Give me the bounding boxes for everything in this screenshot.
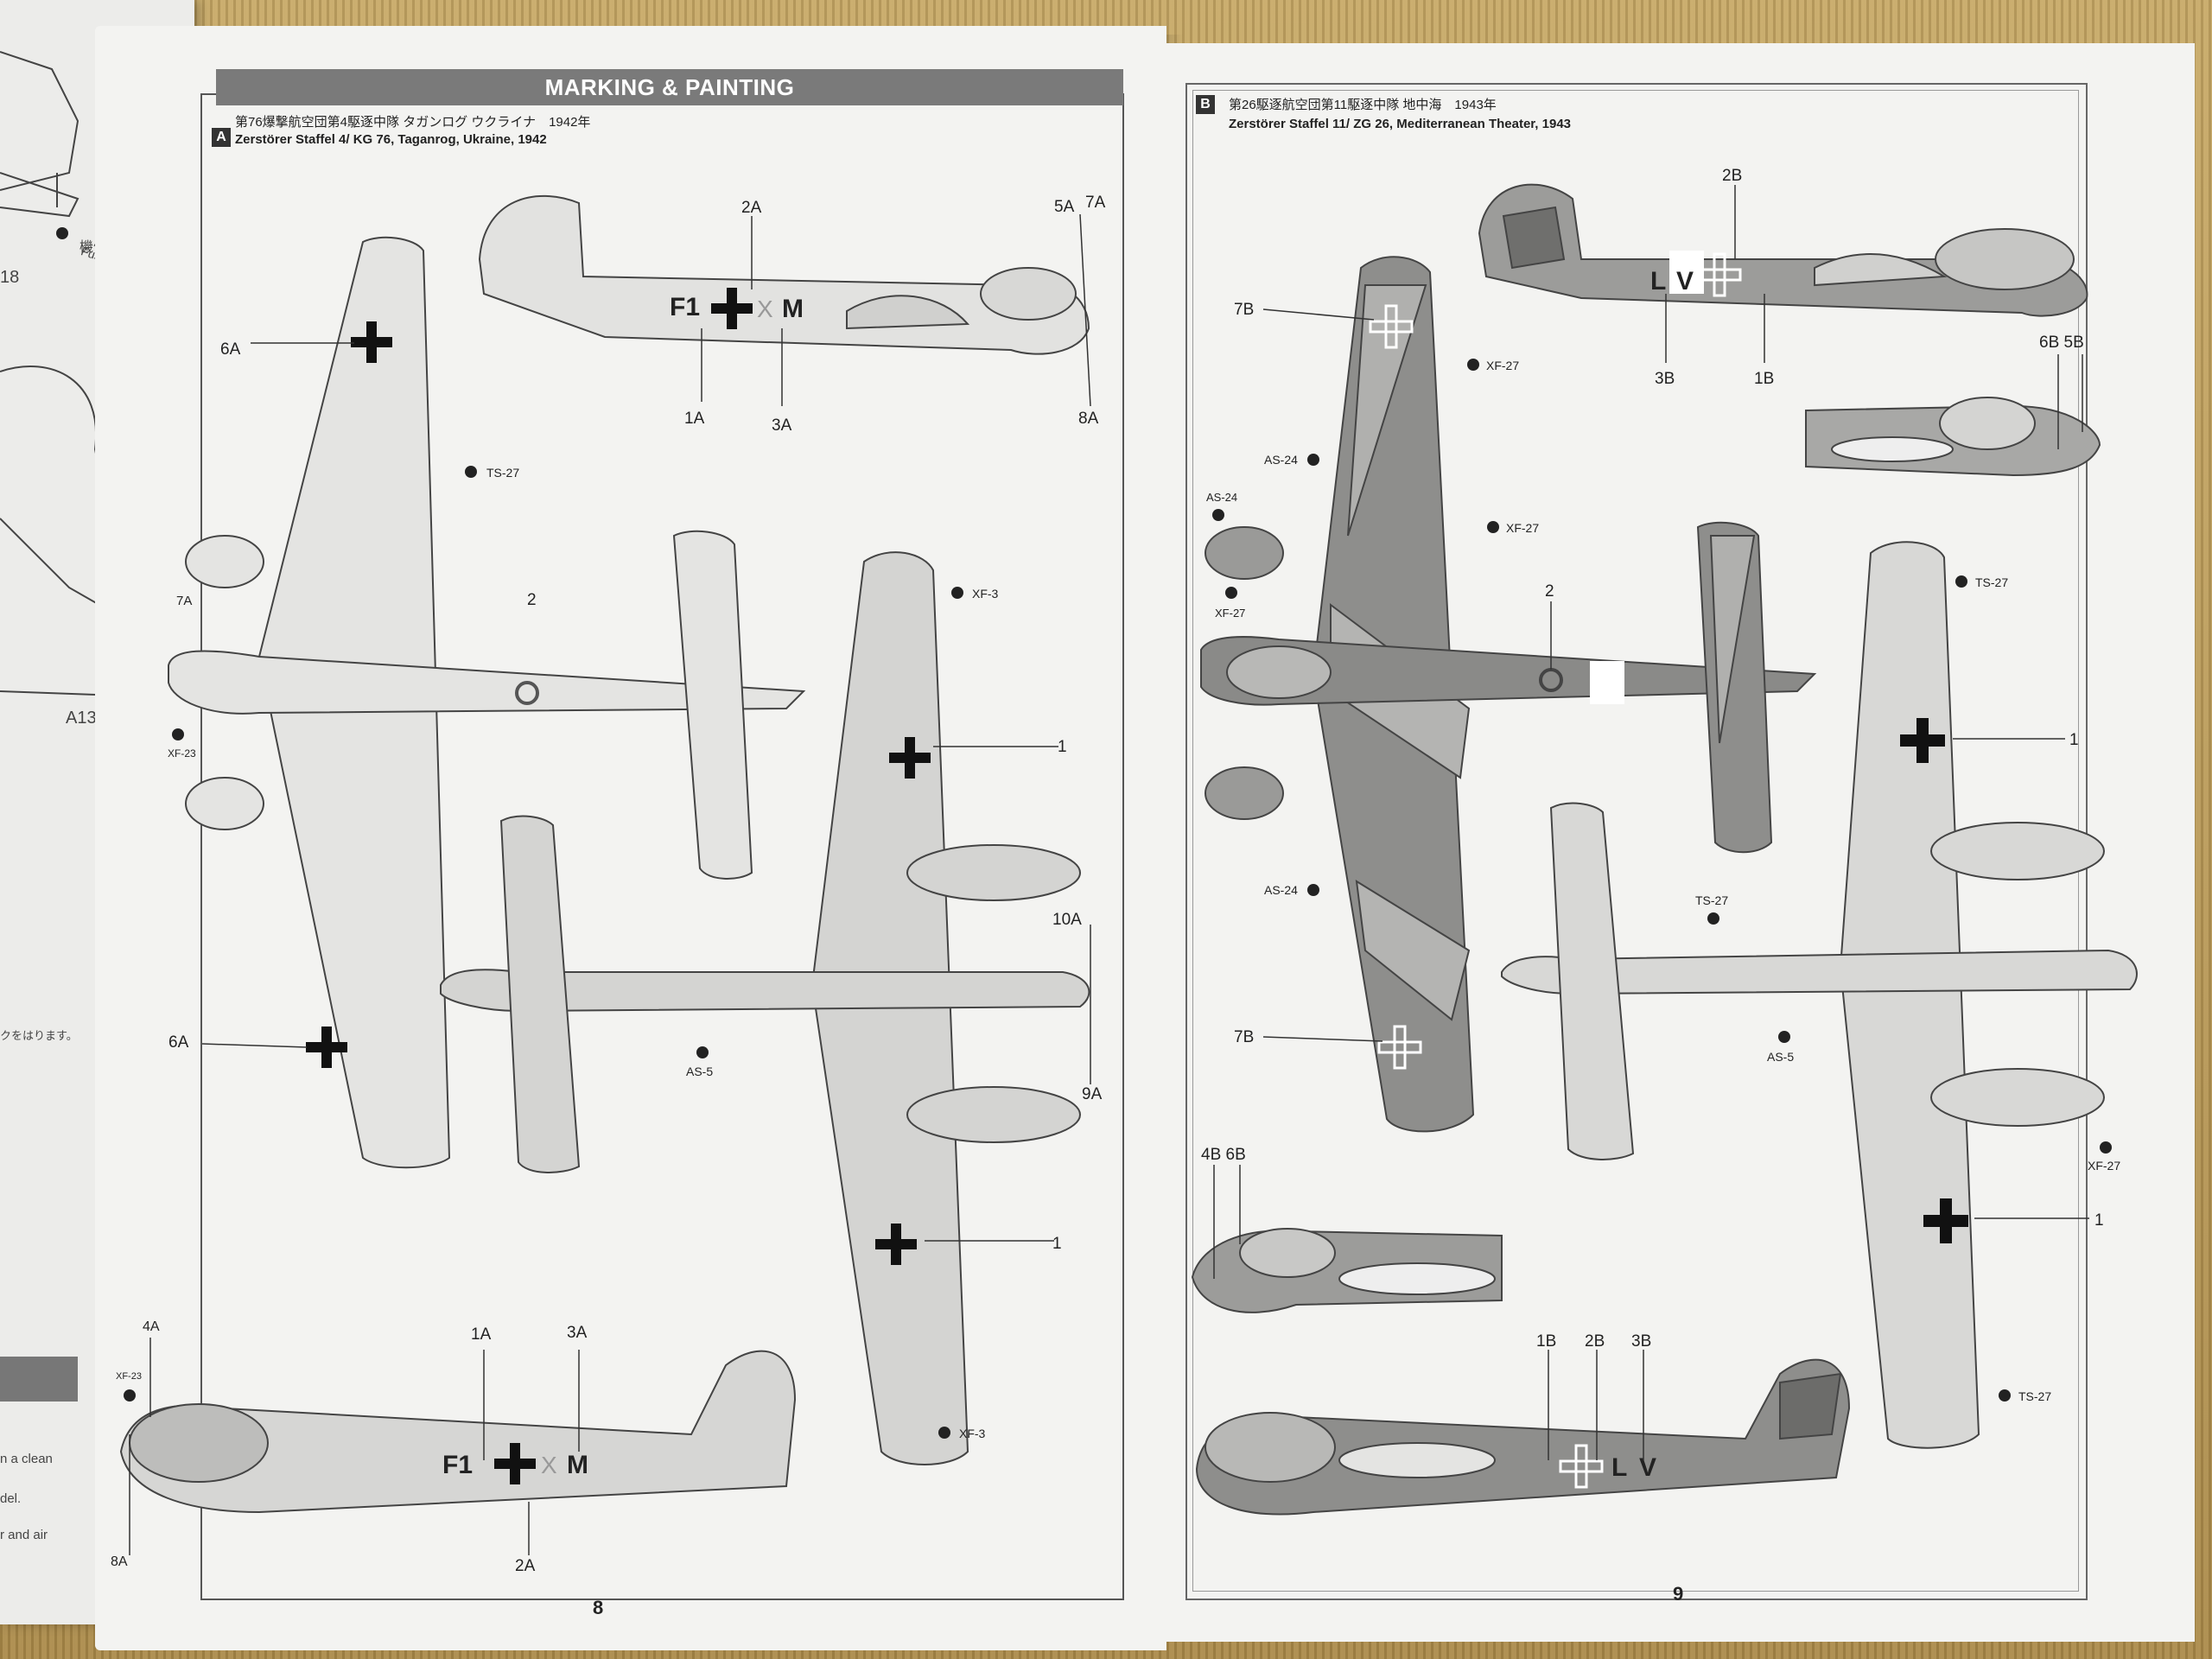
sliver-line-del: del. bbox=[0, 1491, 22, 1506]
sliver-dark-bar bbox=[0, 1357, 78, 1402]
label-2B-top: 2B bbox=[1722, 167, 1742, 185]
label-1A-bottom: 1A bbox=[471, 1325, 492, 1344]
leader-lines-b bbox=[1213, 185, 2089, 1460]
underside-view-a bbox=[440, 551, 1090, 1465]
section-b-title-en: Zerstörer Staffel 11/ ZG 26, Mediterrane… bbox=[1229, 116, 1571, 132]
label-6A-bottom: 6A bbox=[168, 1033, 189, 1052]
label-2A-bottom: 2A bbox=[515, 1557, 536, 1575]
label-4A: 4A bbox=[143, 1319, 160, 1334]
label-10A: 10A bbox=[1052, 911, 1082, 929]
side-view-bottom-a bbox=[119, 1350, 797, 1514]
label-7A-left: 7A bbox=[176, 594, 192, 608]
color-ts27-b-2: TS-27 bbox=[1695, 893, 1728, 907]
code-f1-bottom: F1 bbox=[442, 1451, 473, 1479]
label-3A-bottom: 3A bbox=[567, 1324, 588, 1342]
label-1-b-upper: 1 bbox=[2069, 731, 2079, 749]
color-xf27-b-4: XF-27 bbox=[2088, 1159, 2120, 1173]
section-a-badge: A bbox=[212, 128, 231, 147]
label-6A-top: 6A bbox=[220, 340, 241, 359]
color-ts27-b-1: TS-27 bbox=[1975, 575, 2008, 589]
code-m-top: M bbox=[782, 295, 804, 323]
side-view-top-a bbox=[478, 194, 1090, 355]
label-7A-top: 7A bbox=[1085, 194, 1106, 212]
color-callout-dots-b bbox=[1212, 359, 2112, 1402]
label-2-a: 2 bbox=[527, 591, 537, 609]
marking-painting-banner: MARKING & PAINTING bbox=[216, 69, 1123, 105]
color-as24-b-1: AS-24 bbox=[1264, 453, 1298, 467]
side-view-bottom-b bbox=[1195, 1358, 1851, 1516]
section-a-title-jp: 第76爆撃航空団第4駆逐中隊 タガンログ ウクライナ 1942年 bbox=[235, 115, 591, 130]
label-3A-top: 3A bbox=[772, 416, 792, 435]
label-7B-top: 7B bbox=[1234, 301, 1254, 319]
color-xf27-b-1: XF-27 bbox=[1486, 359, 1519, 372]
label-3B-top: 3B bbox=[1655, 370, 1675, 388]
label-6B5B: 6B 5B bbox=[2039, 334, 2084, 352]
label-2B-bottom: 2B bbox=[1585, 1332, 1605, 1351]
color-xf23-a: XF-23 bbox=[168, 747, 196, 760]
label-5A: 5A bbox=[1054, 198, 1075, 216]
color-as24-b-2: AS-24 bbox=[1206, 491, 1237, 504]
label-1-a-upper: 1 bbox=[1058, 738, 1067, 756]
label-8A-bottom: 8A bbox=[111, 1554, 128, 1569]
roundel-2-a bbox=[515, 681, 539, 705]
plan-view-b bbox=[1200, 256, 1817, 1133]
page-number-9: 9 bbox=[1673, 1583, 1684, 1605]
code-v-bottom: V bbox=[1639, 1453, 1656, 1482]
label-1B-bottom: 1B bbox=[1536, 1332, 1556, 1351]
sliver-line-air: r and air bbox=[0, 1528, 48, 1542]
plan-view-a bbox=[168, 236, 806, 1169]
code-v-top: V bbox=[1676, 267, 1694, 296]
label-2-b: 2 bbox=[1545, 582, 1554, 601]
color-as5-b: AS-5 bbox=[1767, 1050, 1794, 1064]
sliver-jp-line: クをはります。 bbox=[0, 1029, 78, 1042]
nose-detail-b bbox=[1805, 397, 2101, 477]
label-3B-bottom: 3B bbox=[1631, 1332, 1651, 1351]
label-1-a-lower: 1 bbox=[1052, 1235, 1062, 1253]
color-xf3-a-lower: XF-3 bbox=[959, 1427, 986, 1440]
color-dot-icon bbox=[56, 227, 68, 239]
label-1B-top: 1B bbox=[1754, 370, 1774, 388]
label-7B-bottom: 7B bbox=[1234, 1028, 1254, 1046]
section-b-title-jp: 第26駆逐航空団第11駆逐中隊 地中海 1943年 bbox=[1229, 98, 1497, 112]
code-l-top: L bbox=[1650, 267, 1666, 296]
label-4B6B: 4B 6B bbox=[1201, 1146, 1246, 1164]
section-b-badge: B bbox=[1196, 95, 1215, 114]
code-x-top: X bbox=[757, 296, 773, 322]
color-xf27-b-3: XF-27 bbox=[1506, 521, 1539, 535]
color-xf27-b-2: XF-27 bbox=[1215, 607, 1245, 620]
part-number-18: 18 bbox=[0, 268, 20, 287]
label-2A-top: 2A bbox=[741, 199, 762, 217]
leader-lines-a bbox=[129, 213, 1091, 1555]
color-ts27-b-3: TS-27 bbox=[2018, 1389, 2051, 1403]
page-number-8: 8 bbox=[593, 1597, 604, 1618]
label-1-b-lower: 1 bbox=[2094, 1211, 2104, 1230]
color-xf23-a-lower: XF-23 bbox=[116, 1371, 142, 1382]
sliver-line-clean: n a clean bbox=[0, 1452, 53, 1466]
code-x-bottom: X bbox=[541, 1452, 557, 1478]
code-f1-top: F1 bbox=[670, 293, 700, 321]
section-a-title-en-text: Zerstörer Staffel 4/ KG 76, Taganrog, Uk… bbox=[235, 132, 547, 147]
label-9A: 9A bbox=[1082, 1085, 1103, 1103]
color-callout-dots-a bbox=[124, 466, 963, 1439]
code-l-bottom: L bbox=[1611, 1453, 1627, 1482]
color-xf3-a-upper: XF-3 bbox=[972, 587, 999, 601]
label-1A-top: 1A bbox=[684, 410, 705, 428]
color-as5-a: AS-5 bbox=[686, 1065, 713, 1078]
section-b-title-en-text: Zerstörer Staffel 11/ ZG 26, Mediterrane… bbox=[1229, 117, 1572, 131]
section-a-title-en: Zerstörer Staffel 4/ KG 76, Taganrog, Uk… bbox=[235, 131, 547, 148]
side-view-top-b bbox=[1478, 183, 2088, 317]
nose-detail-b-lower bbox=[1191, 1228, 1503, 1313]
code-m-bottom: M bbox=[567, 1451, 588, 1479]
label-8A-top: 8A bbox=[1078, 410, 1099, 428]
color-ts27-a: TS-27 bbox=[486, 466, 519, 480]
part-ref-a13: A13 bbox=[66, 709, 97, 728]
color-as24-b-3: AS-24 bbox=[1264, 883, 1298, 897]
